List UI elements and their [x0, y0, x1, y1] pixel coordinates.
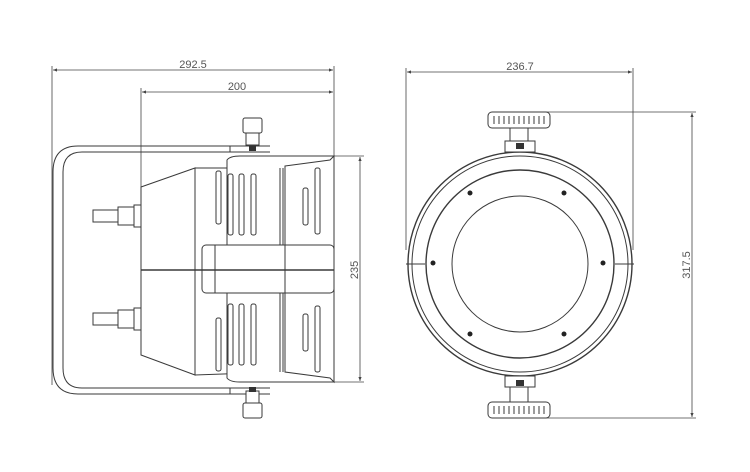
side-view: 292.5 200 235 — [51, 59, 364, 419]
top-knob — [487, 111, 551, 153]
dimension-overall-length: 292.5 — [51, 59, 335, 385]
dimension-label-292-5: 292.5 — [179, 59, 207, 71]
lens — [451, 195, 589, 333]
dimension-width: 236.7 — [405, 61, 634, 250]
power-connectors — [92, 204, 142, 331]
cooling-fins — [215, 167, 321, 373]
fixture-body — [140, 154, 335, 384]
dimension-height: 235 — [334, 155, 364, 383]
yoke-bracket — [52, 145, 270, 395]
dimension-label-200: 200 — [228, 81, 246, 93]
front-view: 236.7 317.5 — [405, 61, 696, 419]
outer-housing — [407, 151, 633, 377]
center-band — [201, 244, 335, 294]
yoke-knobs — [242, 117, 263, 419]
front-ring — [425, 169, 615, 359]
dimension-overall-height: 317.5 — [530, 111, 696, 419]
dimension-label-317-5: 317.5 — [681, 251, 693, 279]
bottom-knob — [487, 375, 551, 419]
dimension-body-length: 200 — [140, 81, 333, 190]
ring-screws — [430, 190, 606, 337]
dimension-label-236-7: 236.7 — [506, 61, 534, 73]
dimension-label-235: 235 — [349, 261, 361, 279]
